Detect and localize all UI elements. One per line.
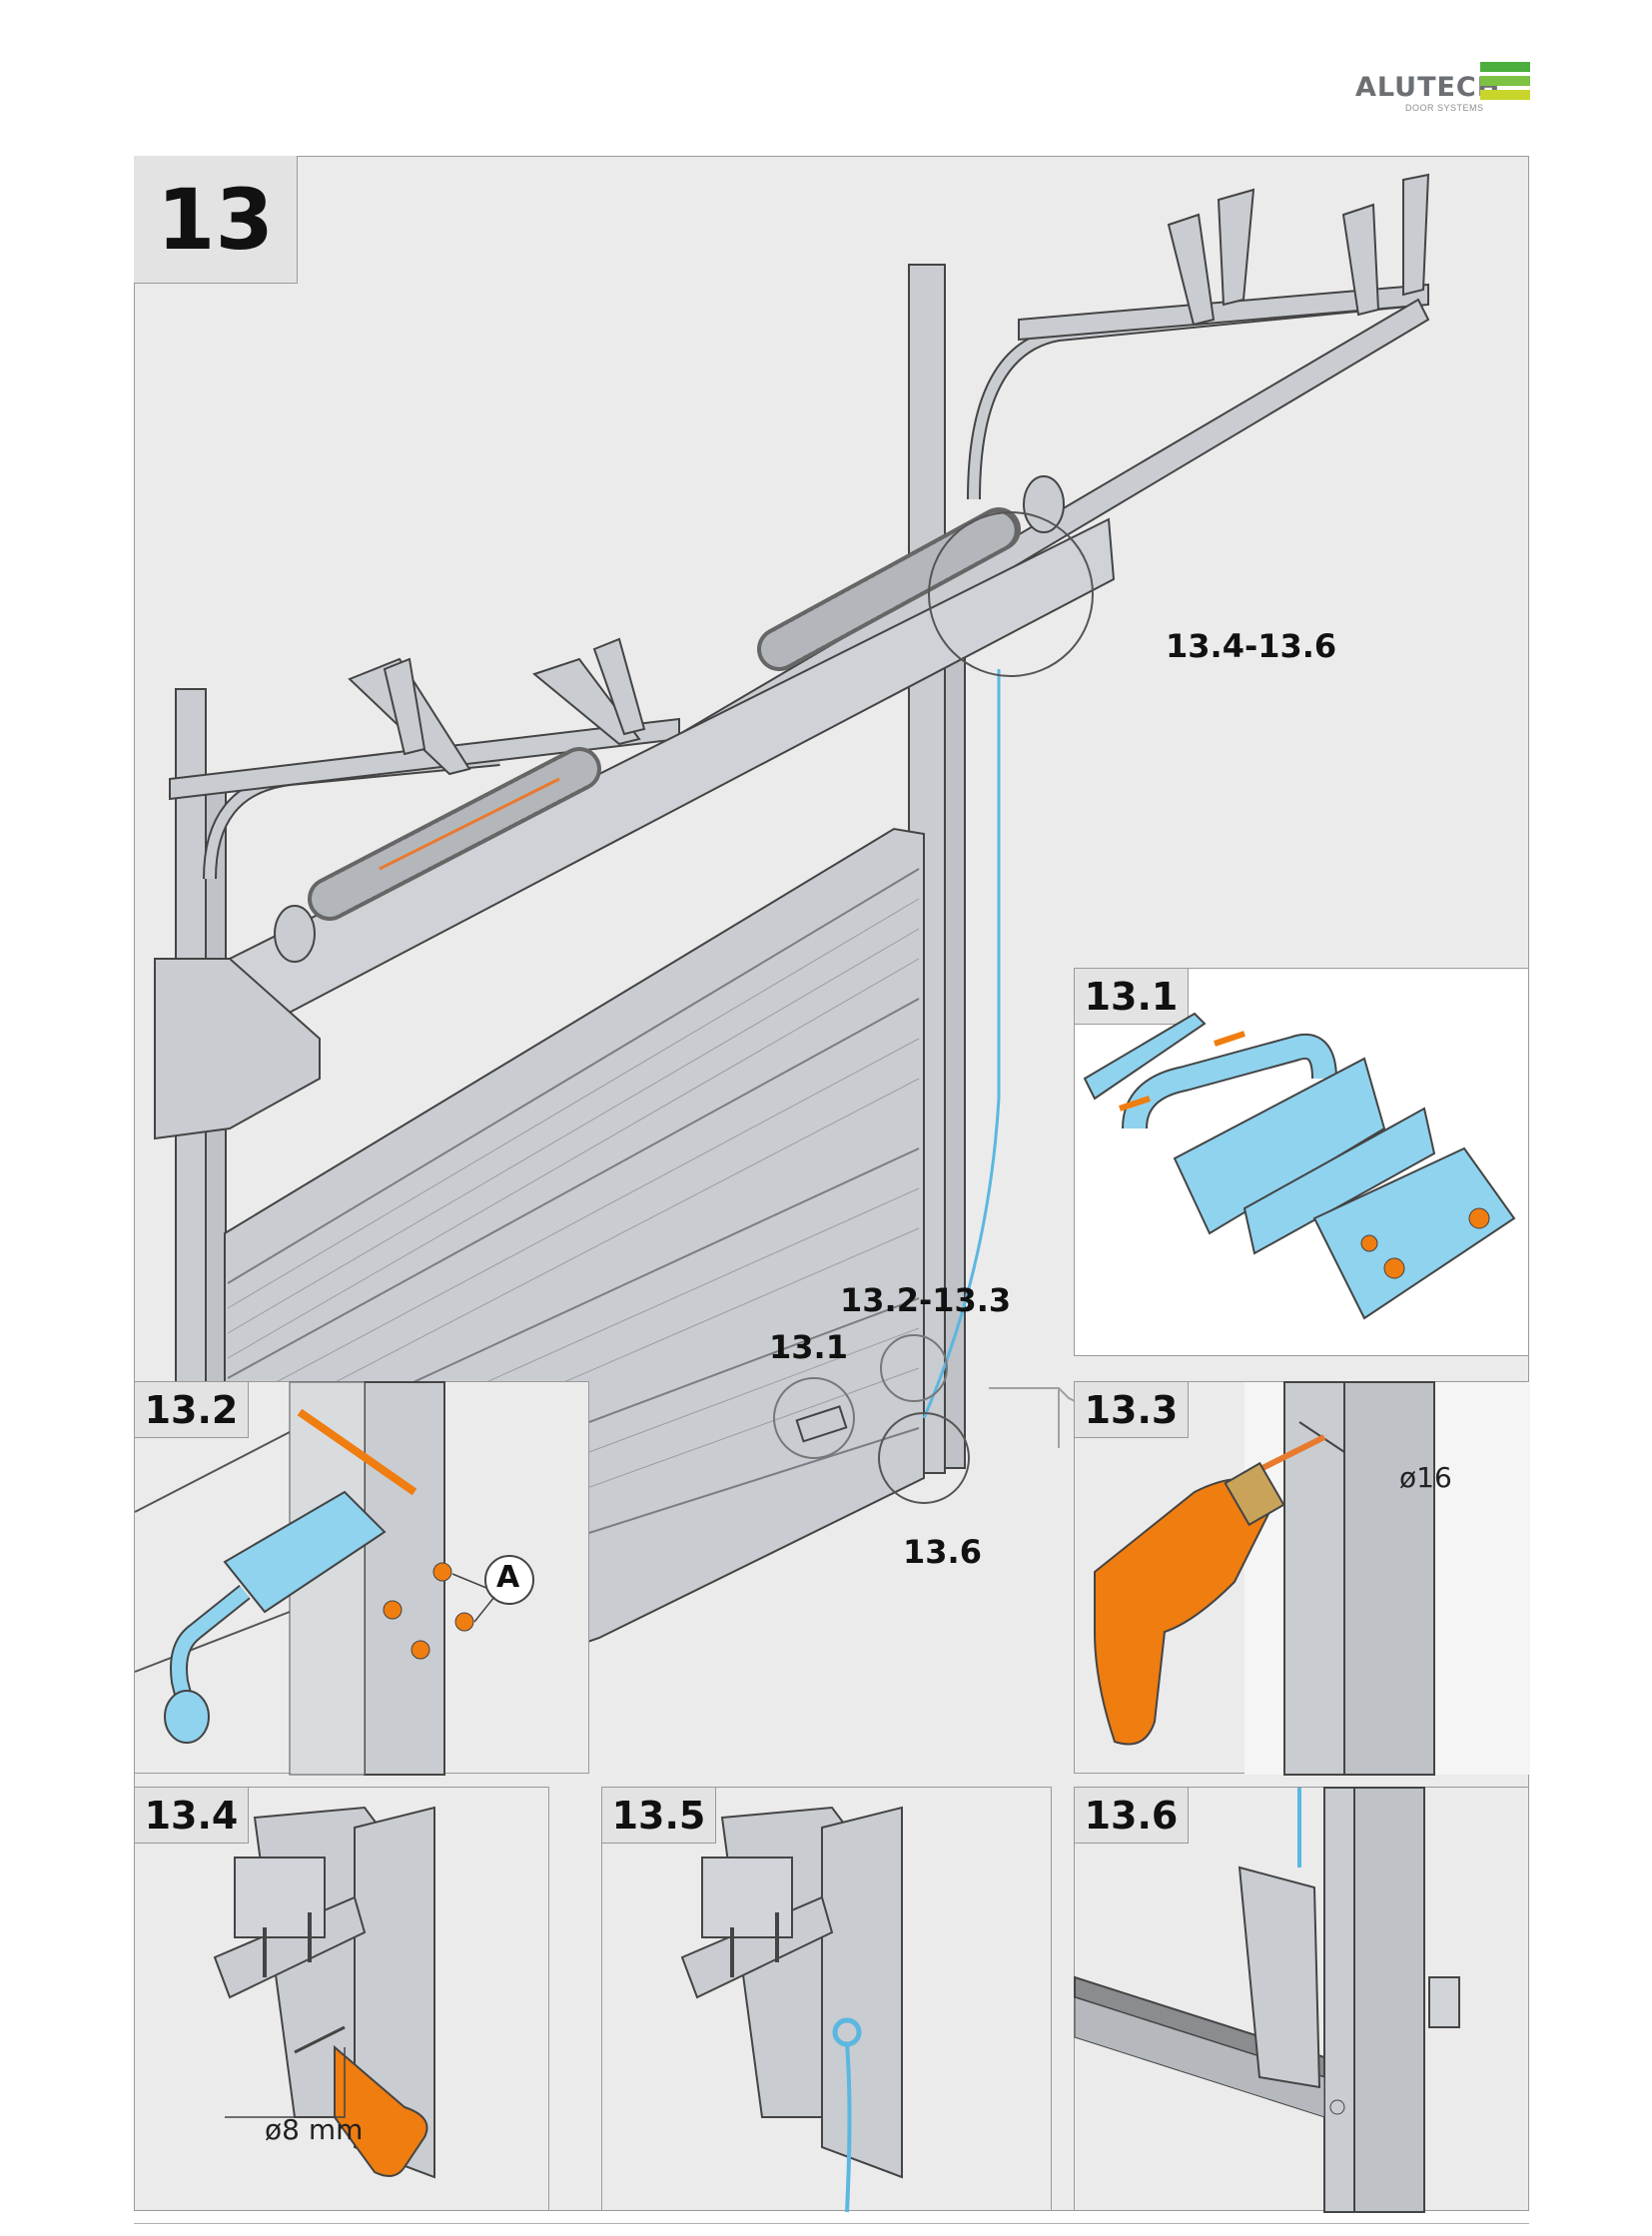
callout-13-6: 13.6 [903, 1533, 982, 1571]
part-letter-a: A [496, 1560, 520, 1595]
footer-divider [134, 2223, 1529, 2224]
panel-13-2-label: 13.2 [135, 1382, 249, 1438]
step-number: 13 [134, 156, 298, 284]
panel-13-6: 13.6 [1074, 1787, 1529, 2213]
panel-13-4-label: 13.4 [135, 1788, 249, 1844]
drill-size-label-16: ø16 [1399, 1461, 1452, 1494]
rope-attachment-drawing [680, 1806, 903, 2213]
panel-13-1-label: 13.1 [1075, 969, 1189, 1025]
callout-13-2-13-3: 13.2-13.3 [840, 1281, 1012, 1319]
panel-13-2: 13.2 A [134, 1381, 589, 1776]
panel-13-4: 13.4 ø8 mm [134, 1787, 549, 2211]
callout-13-1: 13.1 [769, 1328, 848, 1366]
brand-logo-icon [1480, 62, 1530, 110]
bracket-drill-drawing [213, 1806, 435, 2179]
panel-13-5-label: 13.5 [602, 1788, 716, 1844]
brand-subtitle: DOOR SYSTEMS [1405, 103, 1484, 113]
panel-13-5: 13.5 [601, 1787, 1052, 2213]
brand-name: ALUTECH [1355, 72, 1501, 103]
bottom-bracket-drawing [1074, 1787, 1460, 2213]
handle-assembly-drawing [1083, 1012, 1516, 1320]
drill-size-label-8mm: ø8 mm [265, 2113, 364, 2146]
lock-install-drawing [134, 1381, 534, 1776]
panel-13-6-label: 13.6 [1075, 1788, 1189, 1844]
drill-hole-drawing [1094, 1381, 1530, 1776]
panel-13-1: 13.1 [1074, 968, 1529, 1356]
callout-13-4-13-6: 13.4-13.6 [1166, 627, 1337, 665]
panel-13-3: 13.3 ø16 [1074, 1381, 1530, 1776]
panel-13-3-label: 13.3 [1075, 1382, 1189, 1438]
